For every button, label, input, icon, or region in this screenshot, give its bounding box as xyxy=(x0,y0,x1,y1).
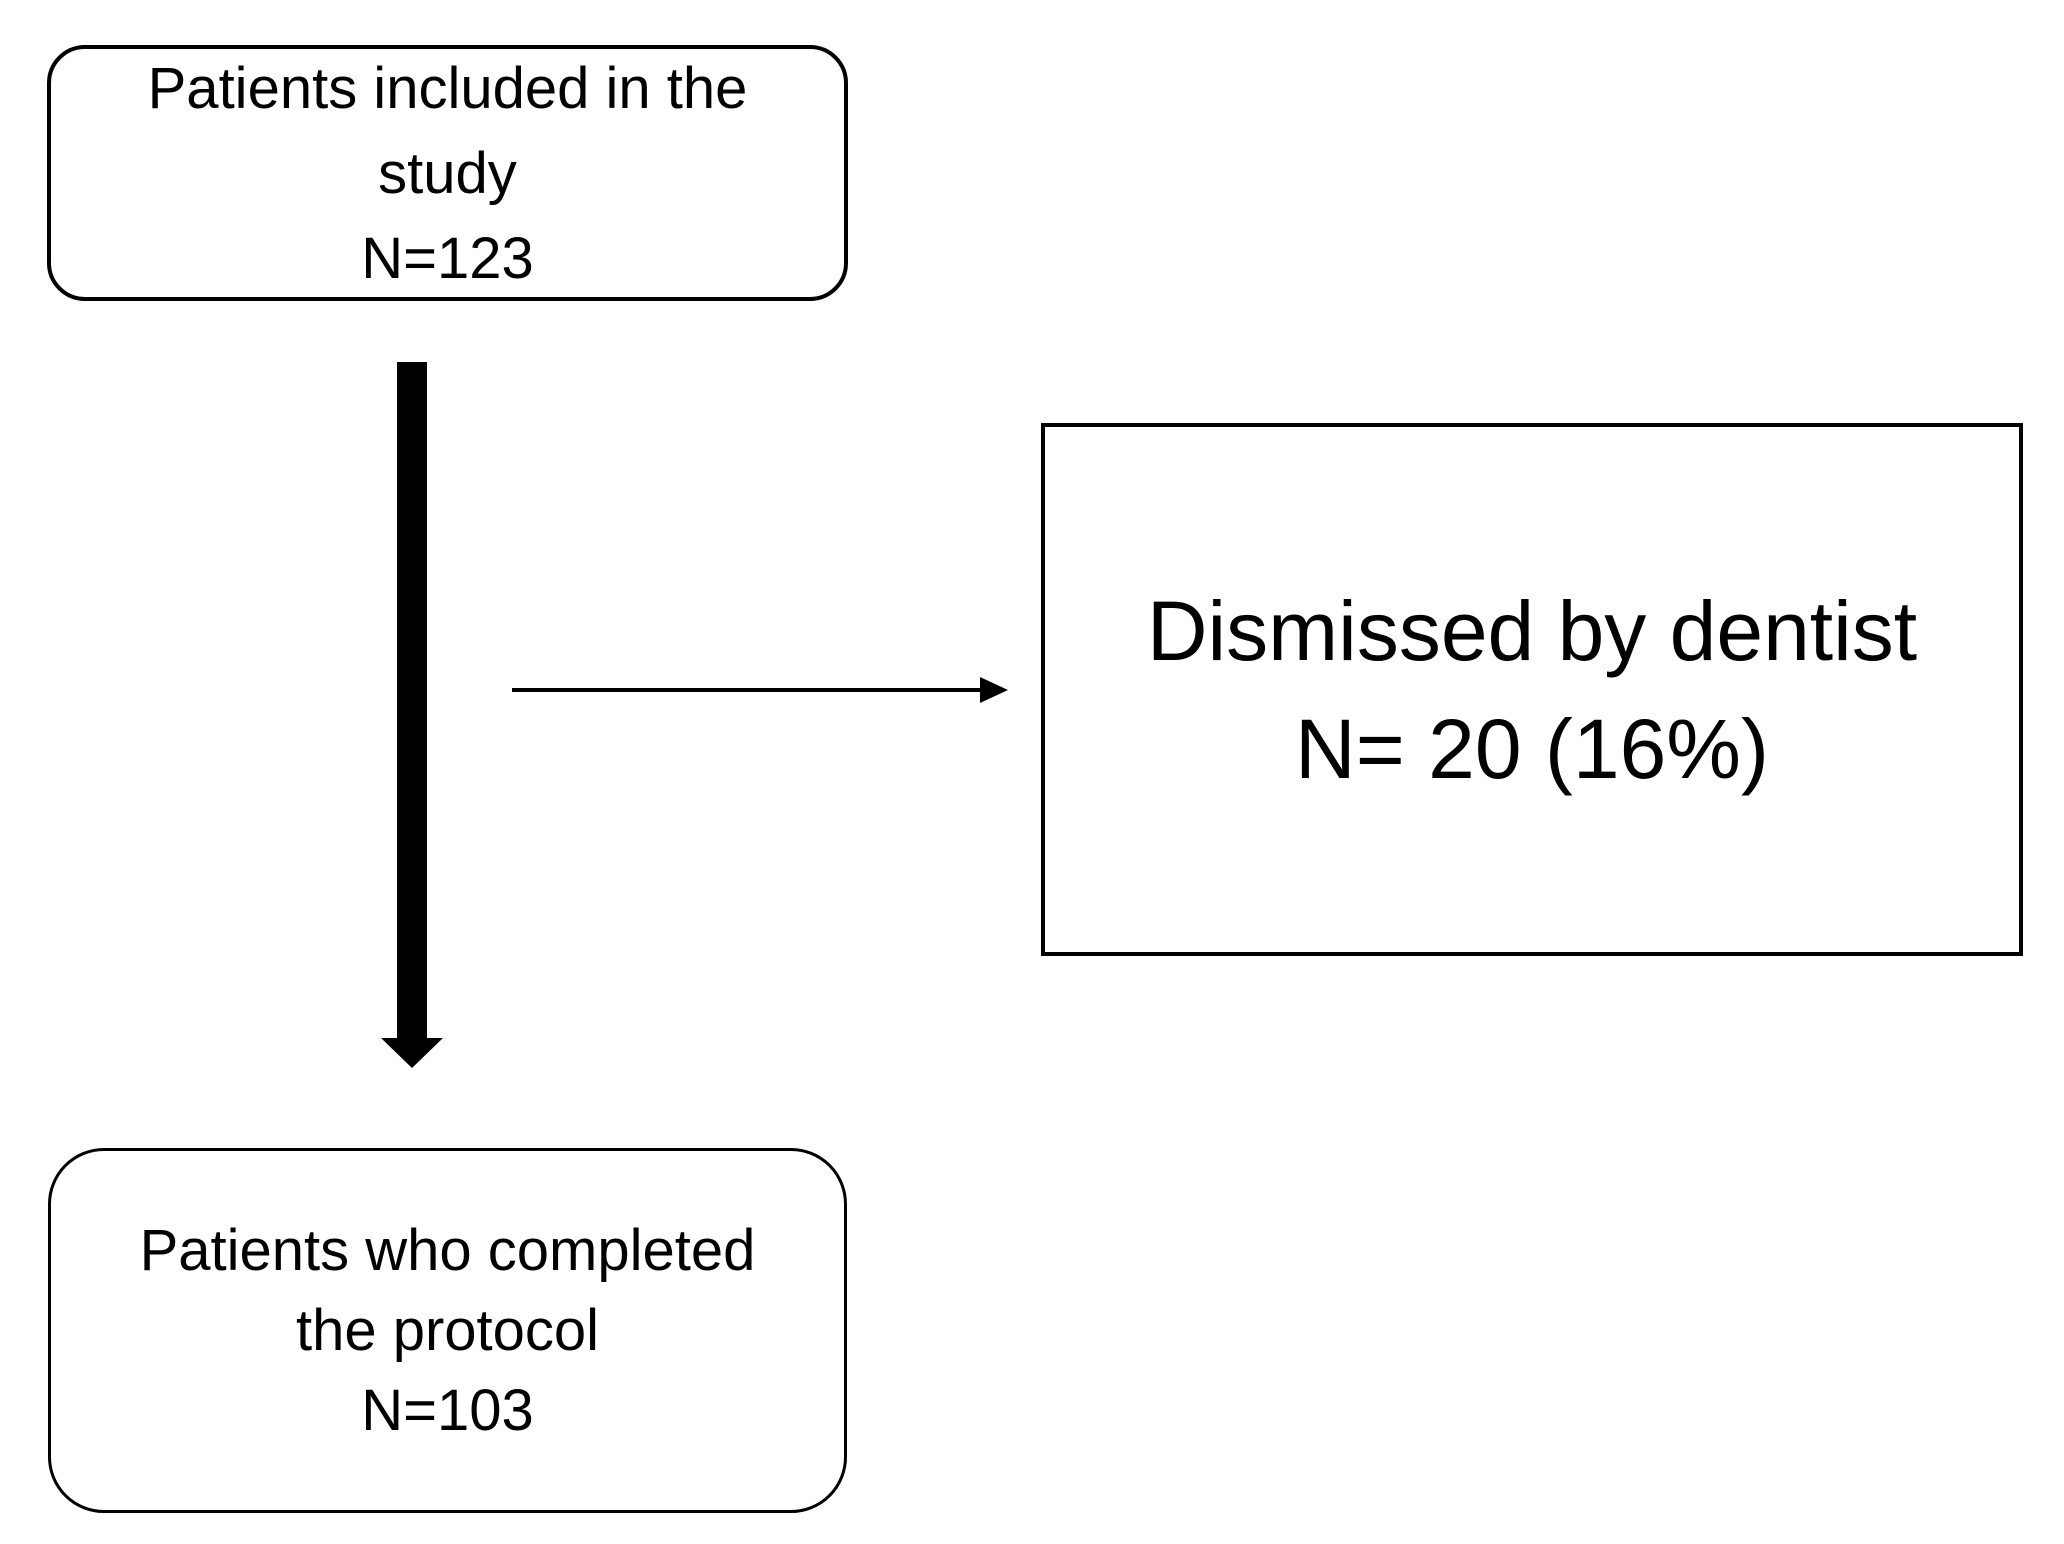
node-text-line: Dismissed by dentist xyxy=(1146,583,1918,678)
node-text-line: study xyxy=(378,140,517,206)
down-arrow-icon xyxy=(381,362,443,1068)
right-arrow-shaft xyxy=(512,688,982,692)
right-arrow-head xyxy=(980,677,1008,703)
node-dismissed-by-dentist: Dismissed by dentist N= 20 (16%) xyxy=(1041,423,2023,956)
node-text-line: Patients included in the xyxy=(147,55,748,121)
right-arrow-icon xyxy=(512,677,1008,703)
node-count-line: N= 20 (16%) xyxy=(1295,701,1769,796)
node-text-line: Patients who completed xyxy=(139,1217,756,1283)
node-count-line: N=103 xyxy=(361,1377,534,1443)
node-patients-completed: Patients who completed the protocol N=10… xyxy=(48,1148,847,1513)
down-arrow-head xyxy=(381,1038,443,1068)
down-arrow-shaft xyxy=(397,362,427,1040)
node-count-line: N=123 xyxy=(361,225,534,291)
node-patients-included: Patients included in the study N=123 xyxy=(47,45,848,301)
node-text-line: the protocol xyxy=(295,1297,600,1363)
